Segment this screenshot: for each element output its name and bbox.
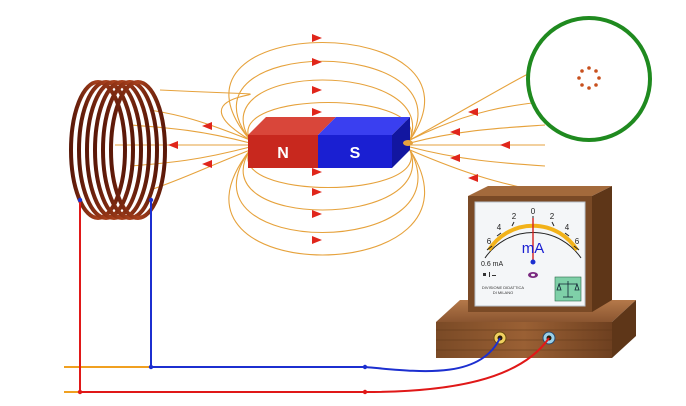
arrow-icon — [168, 141, 178, 149]
arrow-icon — [312, 108, 322, 116]
coil-turn — [85, 80, 143, 220]
arrow-icon — [312, 58, 322, 66]
scale-tick-label: 2 — [550, 212, 555, 221]
arrow-icon — [312, 210, 322, 218]
south-pole-label: S — [350, 145, 361, 162]
scale-tick-label: 6 — [575, 237, 580, 246]
magnet-south-pole — [318, 135, 392, 168]
wire-junctions — [77, 197, 368, 395]
field-line — [235, 60, 419, 141]
maker-caption-line2: DI MILANO — [493, 290, 513, 295]
magnet-end-face — [392, 117, 410, 168]
galvanometer: 6 4 2 0 2 4 6 mA 0.6 mA DIVISIONE DIDATT… — [436, 186, 636, 358]
magnet-north-top — [248, 117, 336, 135]
coil-turn — [101, 80, 159, 220]
field-line — [409, 124, 546, 144]
meter-housing-side — [592, 186, 612, 312]
red-run — [80, 337, 550, 393]
arrow-icon — [450, 128, 460, 136]
bar-magnet: N S — [248, 117, 413, 168]
arrow-icon — [312, 168, 322, 176]
arrow-icon — [312, 236, 322, 244]
meter-unit-label: mA — [522, 240, 545, 257]
scale-tick-label: 6 — [487, 237, 492, 246]
arrow-icon — [202, 160, 212, 168]
arrow-icon — [202, 122, 212, 130]
arrow-icon — [468, 174, 478, 182]
dot-cluster-icon — [577, 66, 601, 90]
field-line — [129, 124, 251, 144]
scale-tick-label: 0 — [531, 207, 536, 216]
arrow-icon — [312, 86, 322, 94]
maker-logo-icon — [528, 272, 538, 278]
magnet-tip-glint — [403, 140, 413, 146]
circuit-wires — [64, 200, 550, 393]
arrow-icon — [312, 188, 322, 196]
field-direction-arrows — [168, 34, 510, 244]
field-line — [235, 149, 419, 234]
arrow-icon — [468, 108, 478, 116]
arrow-icon — [500, 141, 510, 149]
scale-tick-label: 4 — [565, 223, 570, 232]
magnet-south-top — [318, 117, 410, 135]
meter-housing-top — [468, 186, 612, 196]
scale-tick-label: 4 — [497, 223, 502, 232]
field-line — [242, 149, 414, 211]
field-line — [409, 146, 546, 167]
field-line — [129, 146, 251, 167]
field-line — [159, 89, 251, 141]
needle-pivot — [530, 259, 536, 265]
compass-ring — [526, 16, 652, 142]
wire-coil — [69, 80, 167, 220]
coil-turn — [77, 80, 135, 220]
arrow-icon — [312, 34, 322, 42]
meter-base-side — [612, 300, 636, 358]
scale-tick-label: 2 — [512, 212, 517, 221]
coil-turn — [93, 80, 151, 220]
field-line — [242, 79, 414, 141]
magnet-north-pole — [248, 135, 318, 168]
blue-run — [151, 337, 501, 373]
maker-caption-line1: DIVISIONE DIDATTICA — [482, 285, 524, 290]
north-pole-label: N — [277, 145, 289, 162]
coil-turn — [69, 80, 127, 220]
meter-range-note: 0.6 mA — [481, 261, 504, 268]
meter-terminal-symbols-icon — [483, 272, 496, 277]
compass-view — [526, 16, 652, 142]
coil-turn — [109, 80, 167, 220]
balance-scale-icon — [554, 276, 582, 302]
arrow-icon — [450, 154, 460, 162]
field-line — [228, 149, 426, 256]
